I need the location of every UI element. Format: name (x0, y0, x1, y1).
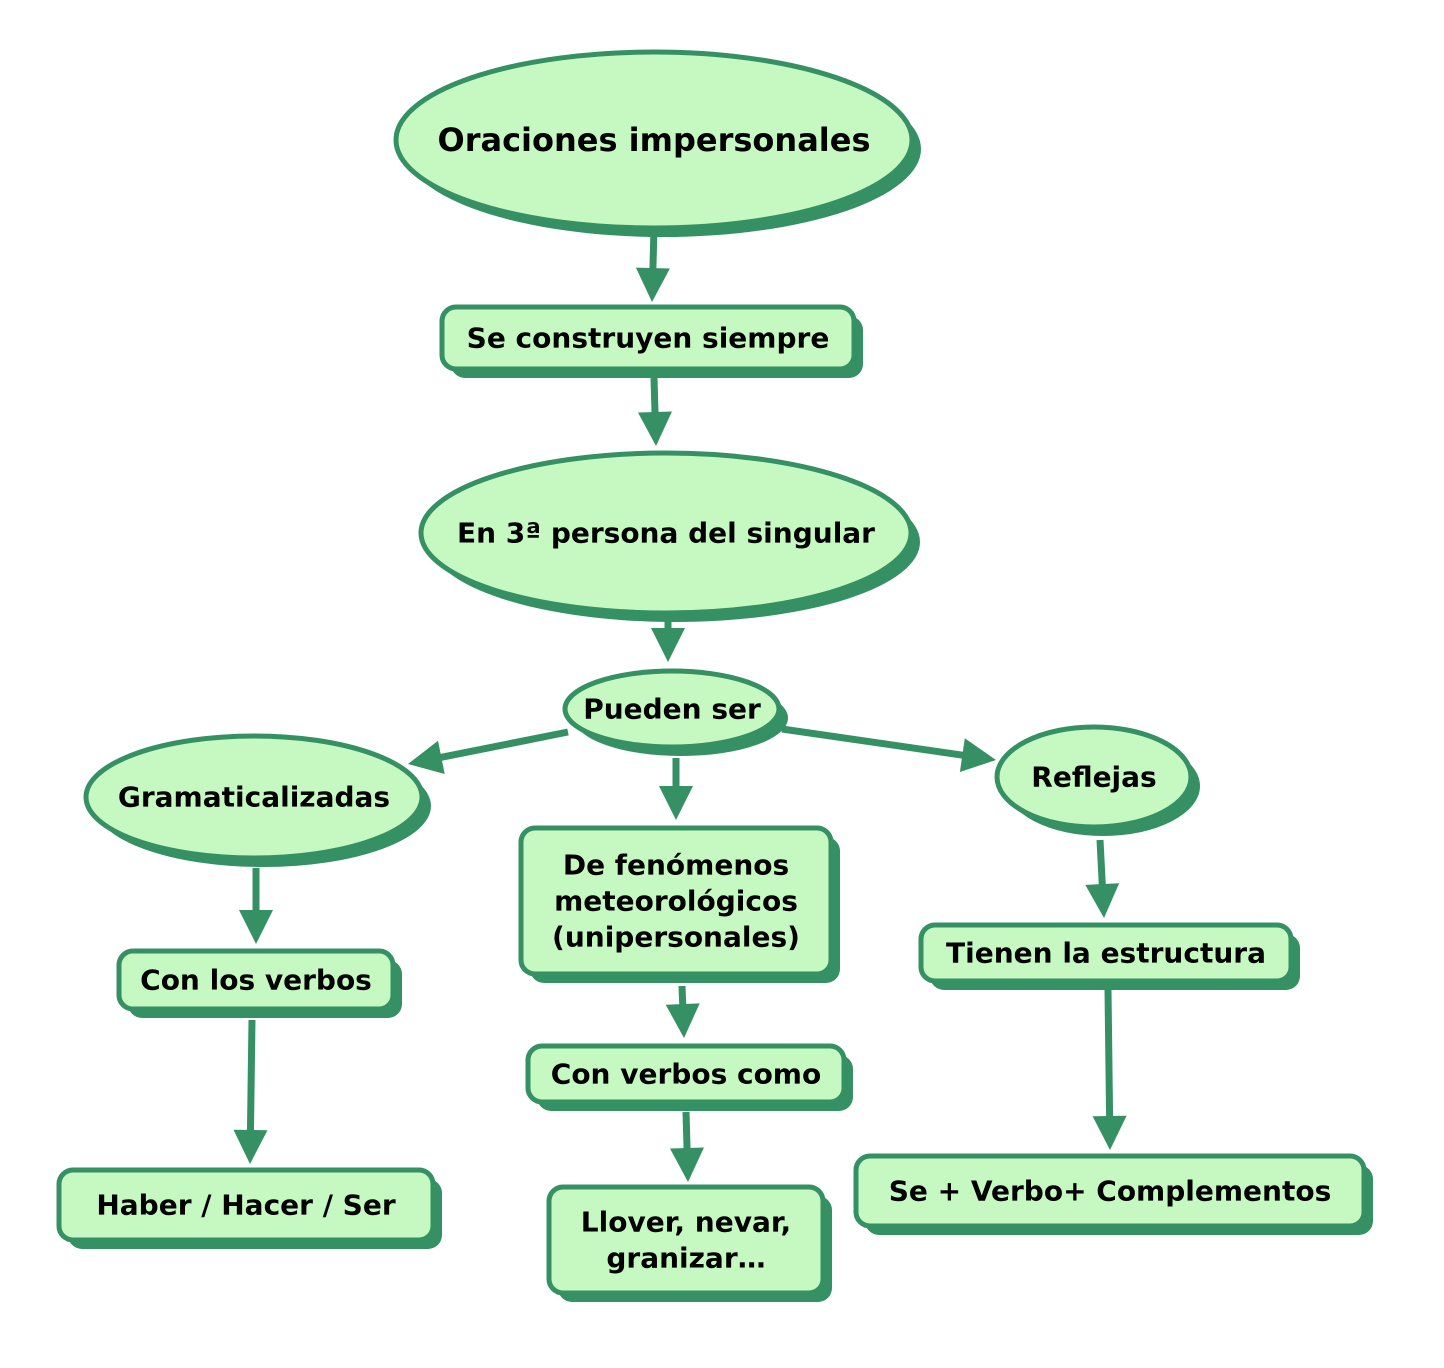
arrow-shaft (650, 377, 659, 415)
node-label: (unipersonales) (552, 920, 800, 953)
node-haber-hacer-ser: Haber / Hacer / Ser (56, 1167, 442, 1249)
node-oraciones: Oraciones impersonales (393, 49, 921, 237)
node-label: Llover, nevar, (581, 1206, 791, 1239)
node-shape (546, 1184, 826, 1296)
arrow-gramaticalizadas-to-con_los_verbos (239, 868, 273, 944)
node-se-verbo: Se + Verbo+ Complementos (853, 1153, 1373, 1235)
arrowhead-icon (651, 628, 685, 662)
arrowhead-icon (233, 1129, 268, 1164)
node-shape (562, 668, 782, 750)
arrow-tienen_estructura-to-se_verbo (1092, 989, 1127, 1150)
arrowhead-icon (1085, 883, 1120, 918)
arrowhead-icon (659, 786, 693, 820)
node-label: granizar… (606, 1241, 765, 1274)
arrow-shaft (246, 1019, 256, 1133)
arrowhead-icon (665, 1003, 700, 1038)
arrow-shaft (1104, 989, 1114, 1119)
arrow-shaft (678, 985, 687, 1007)
node-shape (853, 1153, 1367, 1229)
arrow-oraciones-to-se_construyen (635, 227, 670, 302)
arrow-pueden_ser-to-gramaticalizadas (408, 728, 569, 774)
arrowhead-icon (1092, 1115, 1127, 1150)
node-label: Haber / Hacer / Ser (96, 1189, 395, 1222)
node-shape (439, 304, 857, 372)
node-pueden-ser: Pueden ser (562, 668, 788, 756)
arrowhead-icon (670, 1147, 704, 1182)
nodes-layer: Oraciones impersonales Se construyen siem… (56, 49, 1373, 1302)
node-label: Pueden ser (583, 693, 761, 726)
node-shape (525, 1043, 847, 1105)
node-label: Con verbos como (551, 1058, 821, 1091)
arrow-pueden_ser-to-meteorologicos (659, 758, 693, 820)
node-label: Reflejas (1031, 761, 1156, 794)
arrow-se_construyen-to-tercera_persona (638, 377, 672, 446)
node-shape (56, 1167, 436, 1243)
edges-layer (233, 227, 1127, 1182)
node-label: Con los verbos (140, 964, 372, 997)
node-shape (918, 922, 1294, 984)
arrow-con_verbos_como-to-llover (670, 1111, 704, 1182)
node-con-verbos-como: Con verbos como (525, 1043, 853, 1111)
node-label: Gramaticalizadas (118, 781, 390, 814)
arrow-pueden_ser-to-reflejas (781, 725, 996, 772)
arrowhead-icon (408, 740, 445, 774)
node-shape (418, 450, 914, 616)
node-shape (518, 825, 834, 977)
node-label: Tienen la estructura (946, 937, 1266, 970)
arrow-reflejas-to-tienen_estructura (1085, 839, 1120, 918)
arrow-shaft (682, 1111, 691, 1151)
node-label: Se construyen siempre (467, 322, 830, 355)
node-shape (994, 724, 1194, 830)
node-meteorologicos: De fenómenosmeteorológicos(unipersonales… (518, 825, 840, 983)
node-con-los-verbos: Con los verbos (116, 948, 402, 1018)
arrowhead-icon (635, 267, 670, 302)
node-label: meteorológicos (554, 885, 798, 918)
arrow-con_los_verbos-to-haber_hacer_ser (233, 1019, 268, 1164)
node-se-construyen: Se construyen siempre (439, 304, 863, 378)
arrow-shaft (1096, 839, 1106, 887)
node-label: Se + Verbo+ Complementos (889, 1175, 1332, 1208)
arrow-shaft (438, 728, 569, 762)
node-shape (83, 733, 425, 861)
node-tienen-estructura: Tienen la estructura (918, 922, 1300, 990)
node-tercera-persona: En 3ª persona del singular (418, 450, 920, 622)
arrowhead-icon (239, 910, 273, 944)
arrow-shaft (781, 725, 965, 759)
node-shape (116, 948, 396, 1012)
node-label: De fenómenos (563, 849, 789, 882)
node-label: Oraciones impersonales (438, 121, 871, 159)
node-gramaticalizadas: Gramaticalizadas (83, 733, 431, 867)
arrowhead-icon (959, 738, 996, 772)
arrow-meteorologicos-to-con_verbos_como (665, 985, 700, 1038)
node-reflejas: Reflejas (994, 724, 1200, 836)
node-llover: Llover, nevar,granizar… (546, 1184, 832, 1302)
node-label: En 3ª persona del singular (457, 517, 875, 550)
node-shape (393, 49, 915, 231)
arrowhead-icon (638, 411, 672, 446)
